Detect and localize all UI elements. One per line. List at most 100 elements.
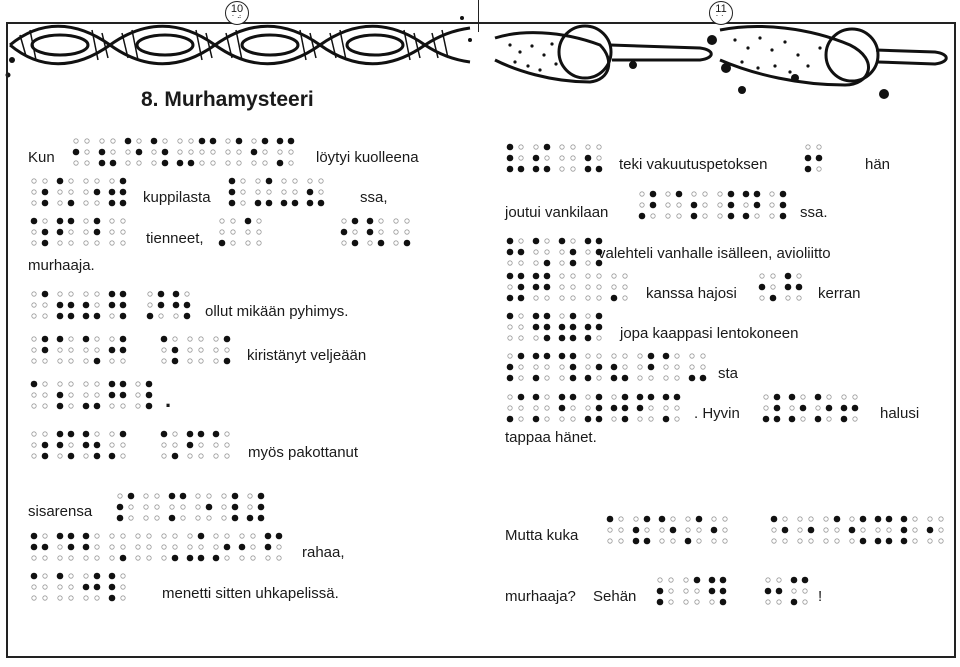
braille-dot — [506, 165, 514, 173]
braille-dot — [186, 430, 194, 438]
braille-dot — [120, 218, 126, 224]
braille-dot — [852, 394, 858, 400]
braille-dot — [68, 392, 74, 398]
braille-dot — [42, 313, 48, 319]
braille-dot — [676, 213, 682, 219]
braille-dot — [518, 405, 524, 411]
braille-dot — [506, 272, 514, 280]
braille-word — [770, 515, 944, 545]
braille-dot — [119, 335, 127, 343]
braille-dot — [176, 159, 184, 167]
braille-dot — [804, 154, 812, 162]
word-valehteli: valehteli vanhalle isälleen, avioliitto — [598, 245, 831, 262]
braille-dot — [56, 402, 64, 410]
braille-dot — [108, 346, 116, 354]
braille-dot — [245, 240, 251, 246]
braille-dot — [702, 191, 708, 197]
braille-dot — [82, 543, 90, 551]
braille-dot — [637, 375, 643, 381]
braille-word — [506, 312, 603, 342]
word-sisarensa: sisarensa — [28, 503, 93, 520]
word-menetti: menetti sitten uhkapelissä. — [162, 585, 339, 602]
braille-dot — [611, 284, 617, 290]
word-kerran: kerran — [818, 285, 861, 302]
braille-dot — [789, 405, 795, 411]
braille-dot — [30, 380, 38, 388]
braille-dot — [596, 284, 602, 290]
braille-dot — [753, 201, 761, 209]
braille-dot — [569, 352, 577, 360]
braille-dot — [198, 453, 204, 459]
braille-dot — [117, 493, 123, 499]
braille-dot — [127, 492, 135, 500]
braille-dot — [84, 160, 90, 166]
braille-dot — [900, 537, 908, 545]
braille-dot — [674, 353, 680, 359]
braille-word — [506, 272, 628, 302]
braille-dot — [31, 240, 37, 246]
braille-dot — [673, 393, 681, 401]
braille-dot — [825, 404, 833, 412]
braille-dot — [42, 392, 48, 398]
braille-dot — [125, 160, 131, 166]
braille-dot — [559, 364, 565, 370]
braille-dot — [67, 312, 75, 320]
braille-dot — [84, 149, 90, 155]
braille-dot — [31, 584, 37, 590]
braille-dot — [161, 159, 169, 167]
braille-dot — [544, 364, 550, 370]
braille-word — [146, 290, 191, 320]
braille-dot — [804, 165, 812, 173]
braille-dot — [93, 441, 101, 449]
braille-dot — [611, 394, 617, 400]
braille-dot — [874, 515, 882, 523]
braille-dot — [276, 137, 284, 145]
braille-dot — [533, 249, 539, 255]
braille-dot — [83, 189, 89, 195]
braille-dot — [685, 516, 691, 522]
braille-dot — [618, 527, 624, 533]
braille-dot — [31, 442, 37, 448]
braille-dot — [161, 358, 167, 364]
braille-dot — [72, 148, 80, 156]
braille-word — [506, 143, 603, 173]
braille-dot — [912, 516, 918, 522]
braille-dot — [160, 335, 168, 343]
braille-dot — [532, 272, 540, 280]
braille-dot — [172, 442, 178, 448]
braille-dot — [42, 178, 48, 184]
braille-dot — [256, 240, 262, 246]
braille-dot — [136, 138, 142, 144]
braille-dot — [251, 160, 257, 166]
braille-dot — [120, 229, 126, 235]
braille-dot — [257, 503, 265, 511]
braille-dot — [109, 313, 115, 319]
braille-dot — [57, 584, 63, 590]
braille-dot — [662, 393, 670, 401]
braille-dot — [276, 555, 282, 561]
braille-dot — [595, 312, 603, 320]
braille-dot — [814, 415, 822, 423]
braille-dot — [596, 375, 602, 381]
braille-dot — [98, 159, 106, 167]
braille-dot — [710, 526, 718, 534]
braille-dot — [42, 555, 48, 561]
braille-dot — [569, 323, 577, 331]
braille-dot — [280, 199, 288, 207]
braille-dot — [689, 364, 695, 370]
braille-dot — [108, 391, 116, 399]
striped-band-illustration — [9, 24, 471, 66]
braille-dot — [209, 137, 217, 145]
braille-dot — [239, 533, 245, 539]
braille-word — [116, 492, 265, 522]
braille-dot — [507, 324, 513, 330]
braille-dot — [82, 430, 90, 438]
braille-dot — [559, 166, 565, 172]
braille-dot — [94, 178, 100, 184]
braille-word — [506, 393, 681, 423]
braille-dot — [151, 149, 157, 155]
braille-dot — [763, 394, 769, 400]
braille-dot — [532, 393, 540, 401]
braille-dot — [543, 143, 551, 151]
braille-dot — [187, 159, 195, 167]
